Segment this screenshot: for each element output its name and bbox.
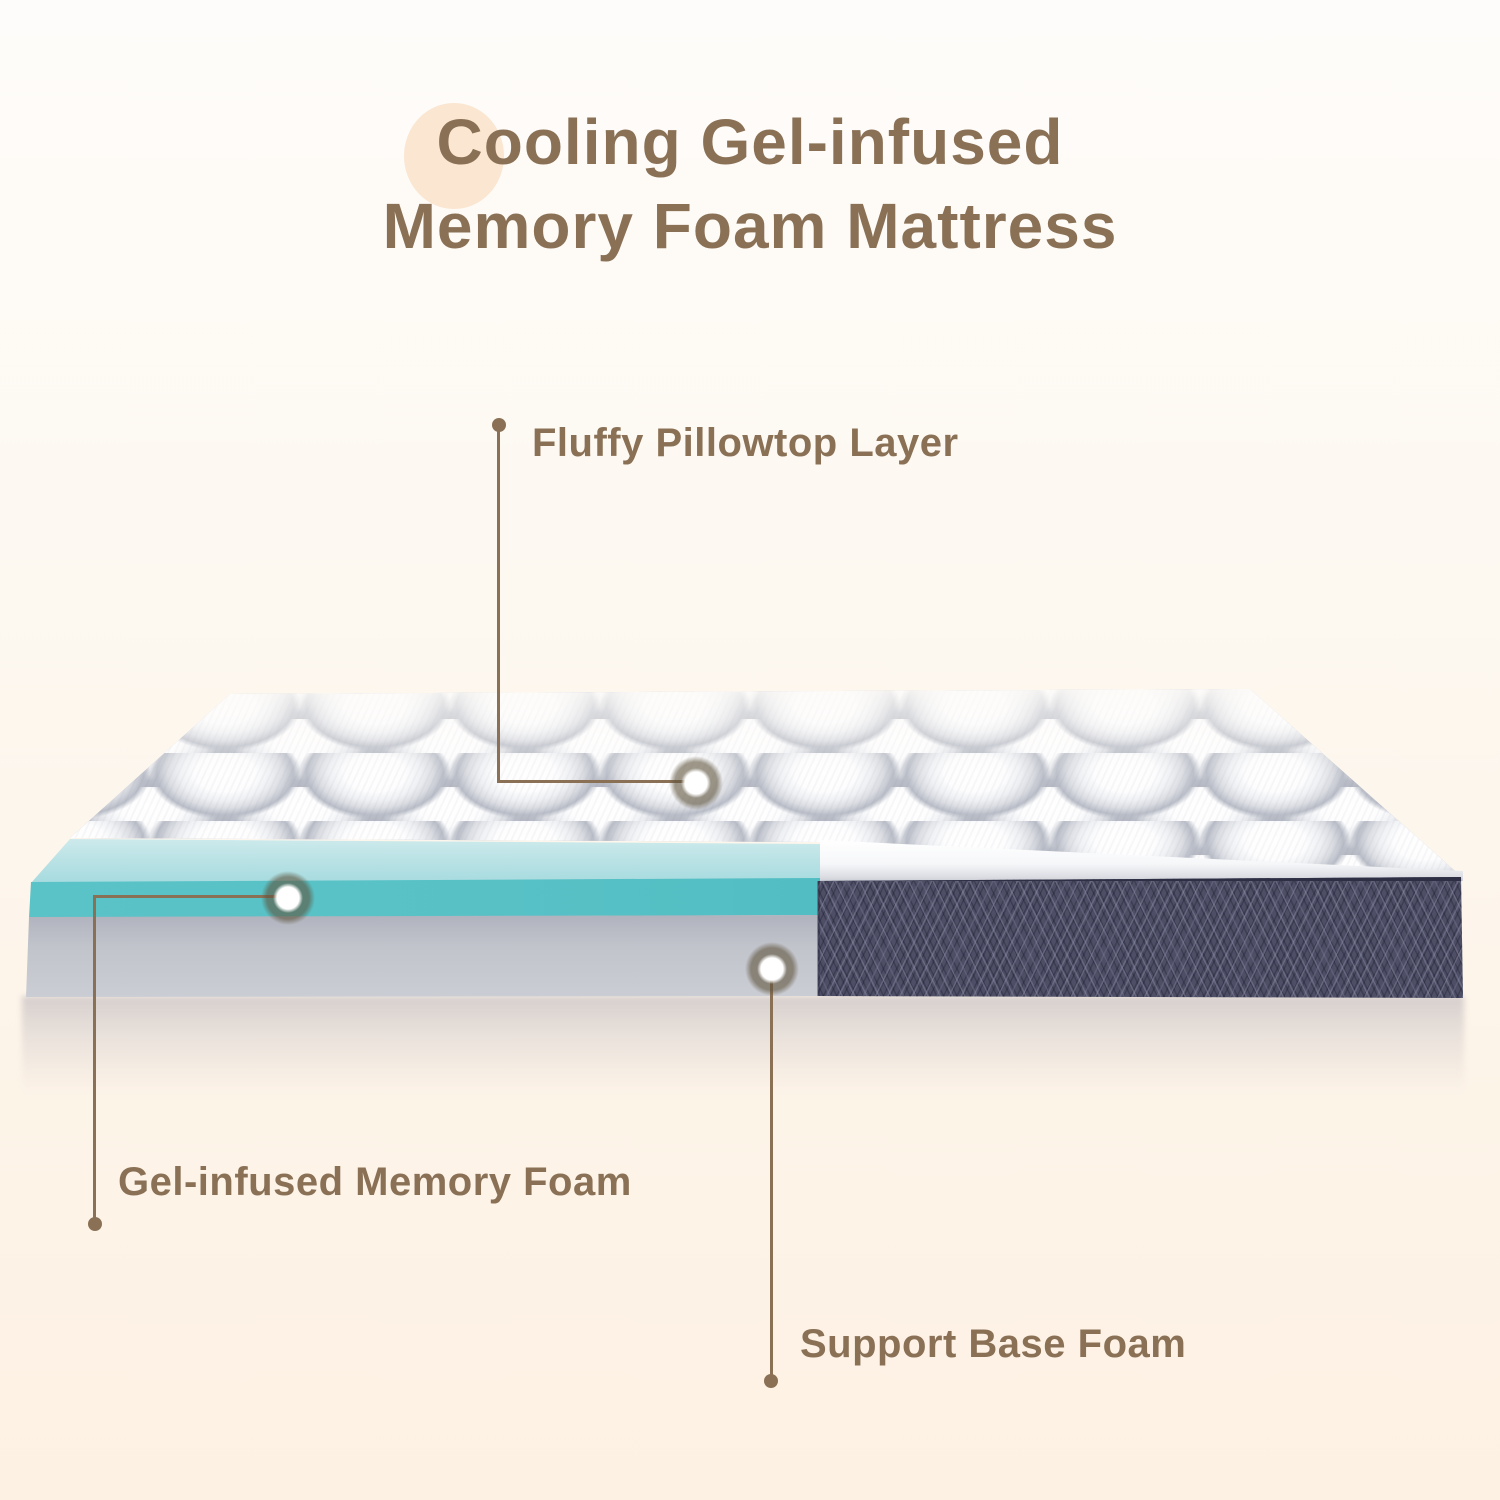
mattress-floor-shadow (22, 996, 1464, 1114)
page-title-line1: Cooling Gel-infused (436, 106, 1064, 178)
mattress-cover-quilted-side (818, 877, 1463, 998)
title-accent-circle (404, 103, 504, 209)
callout-gel-hline (94, 895, 288, 898)
callout-base-vline (770, 969, 773, 1379)
gel-foam-layer-front (29, 878, 820, 918)
page-title-line2: Memory Foam Mattress (382, 190, 1118, 263)
callout-base-marker-icon (744, 941, 800, 997)
callout-base-end-dot-icon (764, 1374, 778, 1388)
callout-gel-label: Gel-infused Memory Foam (118, 1160, 632, 1204)
callout-pillowtop-hline (497, 780, 696, 783)
callout-gel-vline (93, 895, 96, 1222)
callout-base-label: Support Base Foam (800, 1322, 1187, 1366)
callout-gel-marker-icon (260, 870, 316, 926)
callout-pillowtop-label: Fluffy Pillowtop Layer (532, 421, 959, 465)
gel-foam-layer-top (31, 839, 820, 883)
cutaway-seam (817, 881, 820, 996)
callout-pillowtop-marker-icon (668, 755, 724, 811)
callout-pillowtop-vline (497, 425, 500, 782)
mattress-pillowtop-surface (70, 689, 1463, 881)
base-foam-layer-front (26, 915, 820, 997)
callout-gel-end-dot-icon (88, 1217, 102, 1231)
